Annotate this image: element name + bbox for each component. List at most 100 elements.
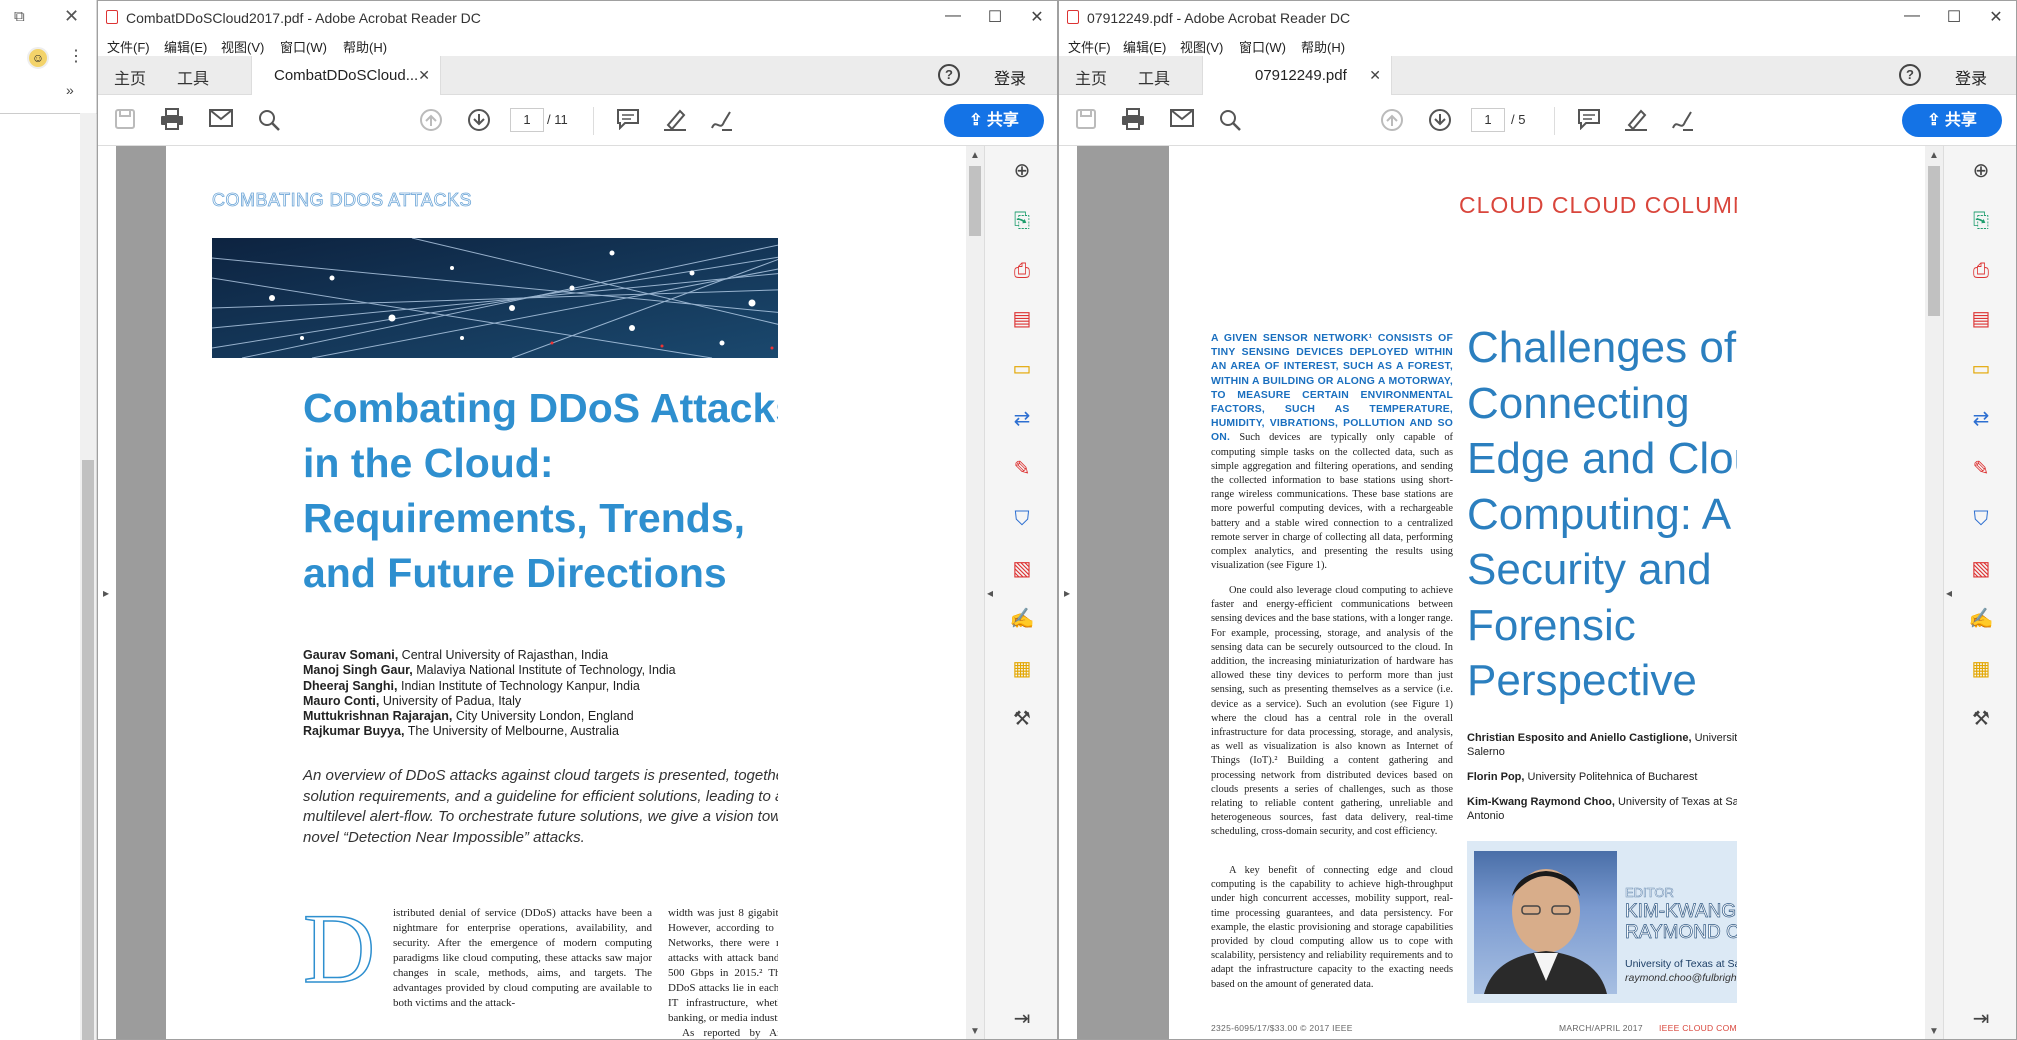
prev-page-icon[interactable] <box>1379 108 1405 134</box>
zoom-in-icon[interactable]: ⊕ <box>1972 160 1990 182</box>
tab-document[interactable]: 07912249.pdf ✕ <box>1202 56 1392 95</box>
close-tab-icon[interactable]: ✕ <box>418 67 430 83</box>
pdf-icon[interactable]: ▧ <box>1012 558 1032 580</box>
mail-icon[interactable] <box>1169 108 1195 134</box>
menu-help[interactable]: 帮助(H) <box>1301 40 1346 55</box>
minimize-icon[interactable]: — <box>945 7 961 24</box>
author-affiliation: Central University of Rajasthan, India <box>401 648 609 662</box>
next-page-icon[interactable] <box>466 108 492 134</box>
menu-edit[interactable]: 编辑(E) <box>164 40 208 55</box>
scrollbar-thumb[interactable] <box>82 460 94 1040</box>
close-icon[interactable]: ✕ <box>1989 9 2003 26</box>
expand-icon[interactable]: ⇥ <box>1972 1008 1990 1030</box>
page-number-input[interactable]: 1 <box>510 108 544 132</box>
zoom-icon[interactable] <box>1217 108 1243 134</box>
close-icon[interactable]: ✕ <box>64 6 80 26</box>
minimize-icon[interactable]: — <box>1904 7 1920 24</box>
fill-sign-icon[interactable]: ✎ <box>1972 458 1990 480</box>
create-pdf-icon[interactable]: ⎙ <box>1973 260 1989 282</box>
comment-icon[interactable] <box>615 108 641 134</box>
save-icon[interactable] <box>1073 108 1099 134</box>
lead-paragraph: A GIVEN SENSOR NETWORK¹ CONSISTS OF TINY… <box>1211 332 1453 573</box>
expand-icon[interactable]: ⇥ <box>1013 1008 1031 1030</box>
tools-icon[interactable]: ⚒ <box>1013 708 1031 730</box>
export-pdf-icon[interactable]: ⎘ <box>1014 210 1030 232</box>
share-button[interactable]: ⇪ 共享 <box>944 104 1044 137</box>
sign-icon[interactable] <box>708 108 734 134</box>
protect-icon[interactable]: ⛉ <box>1973 508 1989 530</box>
comment-icon[interactable] <box>1576 108 1602 134</box>
organize-pages-icon[interactable]: ▤ <box>1012 308 1032 330</box>
export-pdf-icon[interactable]: ⎘ <box>1973 210 1989 232</box>
divider <box>593 107 594 135</box>
menu-file[interactable]: 文件(F) <box>107 40 150 55</box>
more-icon[interactable]: ⋮ <box>68 48 84 65</box>
collapse-pane-icon[interactable]: ◂ <box>1946 586 1953 600</box>
abstract: An overview of DDoS attacks against clou… <box>303 767 778 846</box>
restore-icon[interactable]: ⧉ <box>14 8 25 25</box>
menu-window[interactable]: 窗口(W) <box>280 40 327 55</box>
mail-icon[interactable] <box>208 108 234 134</box>
share-button[interactable]: ⇪ 共享 <box>1902 104 2002 137</box>
tools-icon[interactable]: ⚒ <box>1972 708 1990 730</box>
menu-window[interactable]: 窗口(W) <box>1239 40 1286 55</box>
help-icon[interactable]: ? <box>938 64 960 86</box>
author-affiliation: University of Padua, Italy <box>382 693 522 708</box>
menu-view[interactable]: 视图(V) <box>221 40 265 55</box>
page-number-input[interactable]: 1 <box>1471 108 1505 132</box>
vertical-scrollbar[interactable]: ▲ ▼ <box>966 146 984 1039</box>
author-name: Kim-Kwang Raymond Choo, <box>1467 796 1615 808</box>
footer-issue: MARCH/APRIL 2017 <box>1559 1023 1643 1033</box>
comment-icon[interactable]: ▭ <box>1971 358 1991 380</box>
left-panel-toggle[interactable]: ▸ <box>1059 146 1077 1039</box>
send-icon[interactable]: ▦ <box>1012 658 1032 680</box>
comment-icon[interactable]: ▭ <box>1012 358 1032 380</box>
tab-home[interactable]: 主页 <box>114 71 147 88</box>
create-pdf-icon[interactable]: ⎙ <box>1014 260 1030 282</box>
menu-file[interactable]: 文件(F) <box>1068 40 1111 55</box>
translate-icon[interactable]: ⇄ <box>1013 408 1031 430</box>
author-line: Dheeraj Sanghi, Indian Institute of Tech… <box>303 679 676 694</box>
chevron-right-icon[interactable]: » <box>66 82 74 98</box>
tab-tools[interactable]: 工具 <box>1138 71 1171 88</box>
maximize-icon[interactable]: ☐ <box>1946 9 1962 26</box>
next-page-icon[interactable] <box>1427 108 1453 134</box>
menu-edit[interactable]: 编辑(E) <box>1123 40 1167 55</box>
sign-pen-icon[interactable]: ✍ <box>1009 608 1035 630</box>
avatar[interactable]: ☺ <box>27 47 49 69</box>
highlight-icon[interactable] <box>662 108 688 134</box>
zoom-icon[interactable] <box>256 108 282 134</box>
tools-pane: ◂ ⊕ ⎘ ⎙ ▤ ▭ ⇄ ✎ ⛉ ▧ ✍ ▦ ⚒ ⇥ <box>1943 146 2016 1039</box>
collapse-pane-icon[interactable]: ◂ <box>987 586 994 600</box>
sign-icon[interactable] <box>1669 108 1695 134</box>
close-icon[interactable]: ✕ <box>1030 9 1044 26</box>
tab-document[interactable]: CombatDDoSCloud... ✕ <box>251 56 441 95</box>
help-icon[interactable]: ? <box>1899 64 1921 86</box>
fill-sign-icon[interactable]: ✎ <box>1013 458 1031 480</box>
scrollbar-thumb[interactable] <box>969 166 981 236</box>
tab-home[interactable]: 主页 <box>1075 71 1108 88</box>
close-tab-icon[interactable]: ✕ <box>1369 67 1381 83</box>
author-line: Gaurav Somani, Central University of Raj… <box>303 648 676 663</box>
highlight-icon[interactable] <box>1623 108 1649 134</box>
maximize-icon[interactable]: ☐ <box>987 9 1003 26</box>
tab-tools[interactable]: 工具 <box>177 71 210 88</box>
protect-icon[interactable]: ⛉ <box>1014 508 1030 530</box>
vertical-scrollbar[interactable]: ▲ ▼ <box>1925 146 1943 1039</box>
menu-help[interactable]: 帮助(H) <box>343 40 388 55</box>
print-icon[interactable] <box>1120 108 1146 134</box>
translate-icon[interactable]: ⇄ <box>1972 408 1990 430</box>
pdf-icon[interactable]: ▧ <box>1971 558 1991 580</box>
save-icon[interactable] <box>112 108 138 134</box>
zoom-in-icon[interactable]: ⊕ <box>1013 160 1031 182</box>
prev-page-icon[interactable] <box>418 108 444 134</box>
scrollbar-thumb[interactable] <box>1928 166 1940 316</box>
sign-pen-icon[interactable]: ✍ <box>1968 608 1994 630</box>
left-panel-toggle[interactable]: ▸ <box>98 146 116 1039</box>
organize-pages-icon[interactable]: ▤ <box>1971 308 1991 330</box>
login-button[interactable]: 登录 <box>1955 71 1988 88</box>
login-button[interactable]: 登录 <box>994 71 1027 88</box>
send-icon[interactable]: ▦ <box>1971 658 1991 680</box>
print-icon[interactable] <box>159 108 185 134</box>
menu-view[interactable]: 视图(V) <box>1180 40 1224 55</box>
